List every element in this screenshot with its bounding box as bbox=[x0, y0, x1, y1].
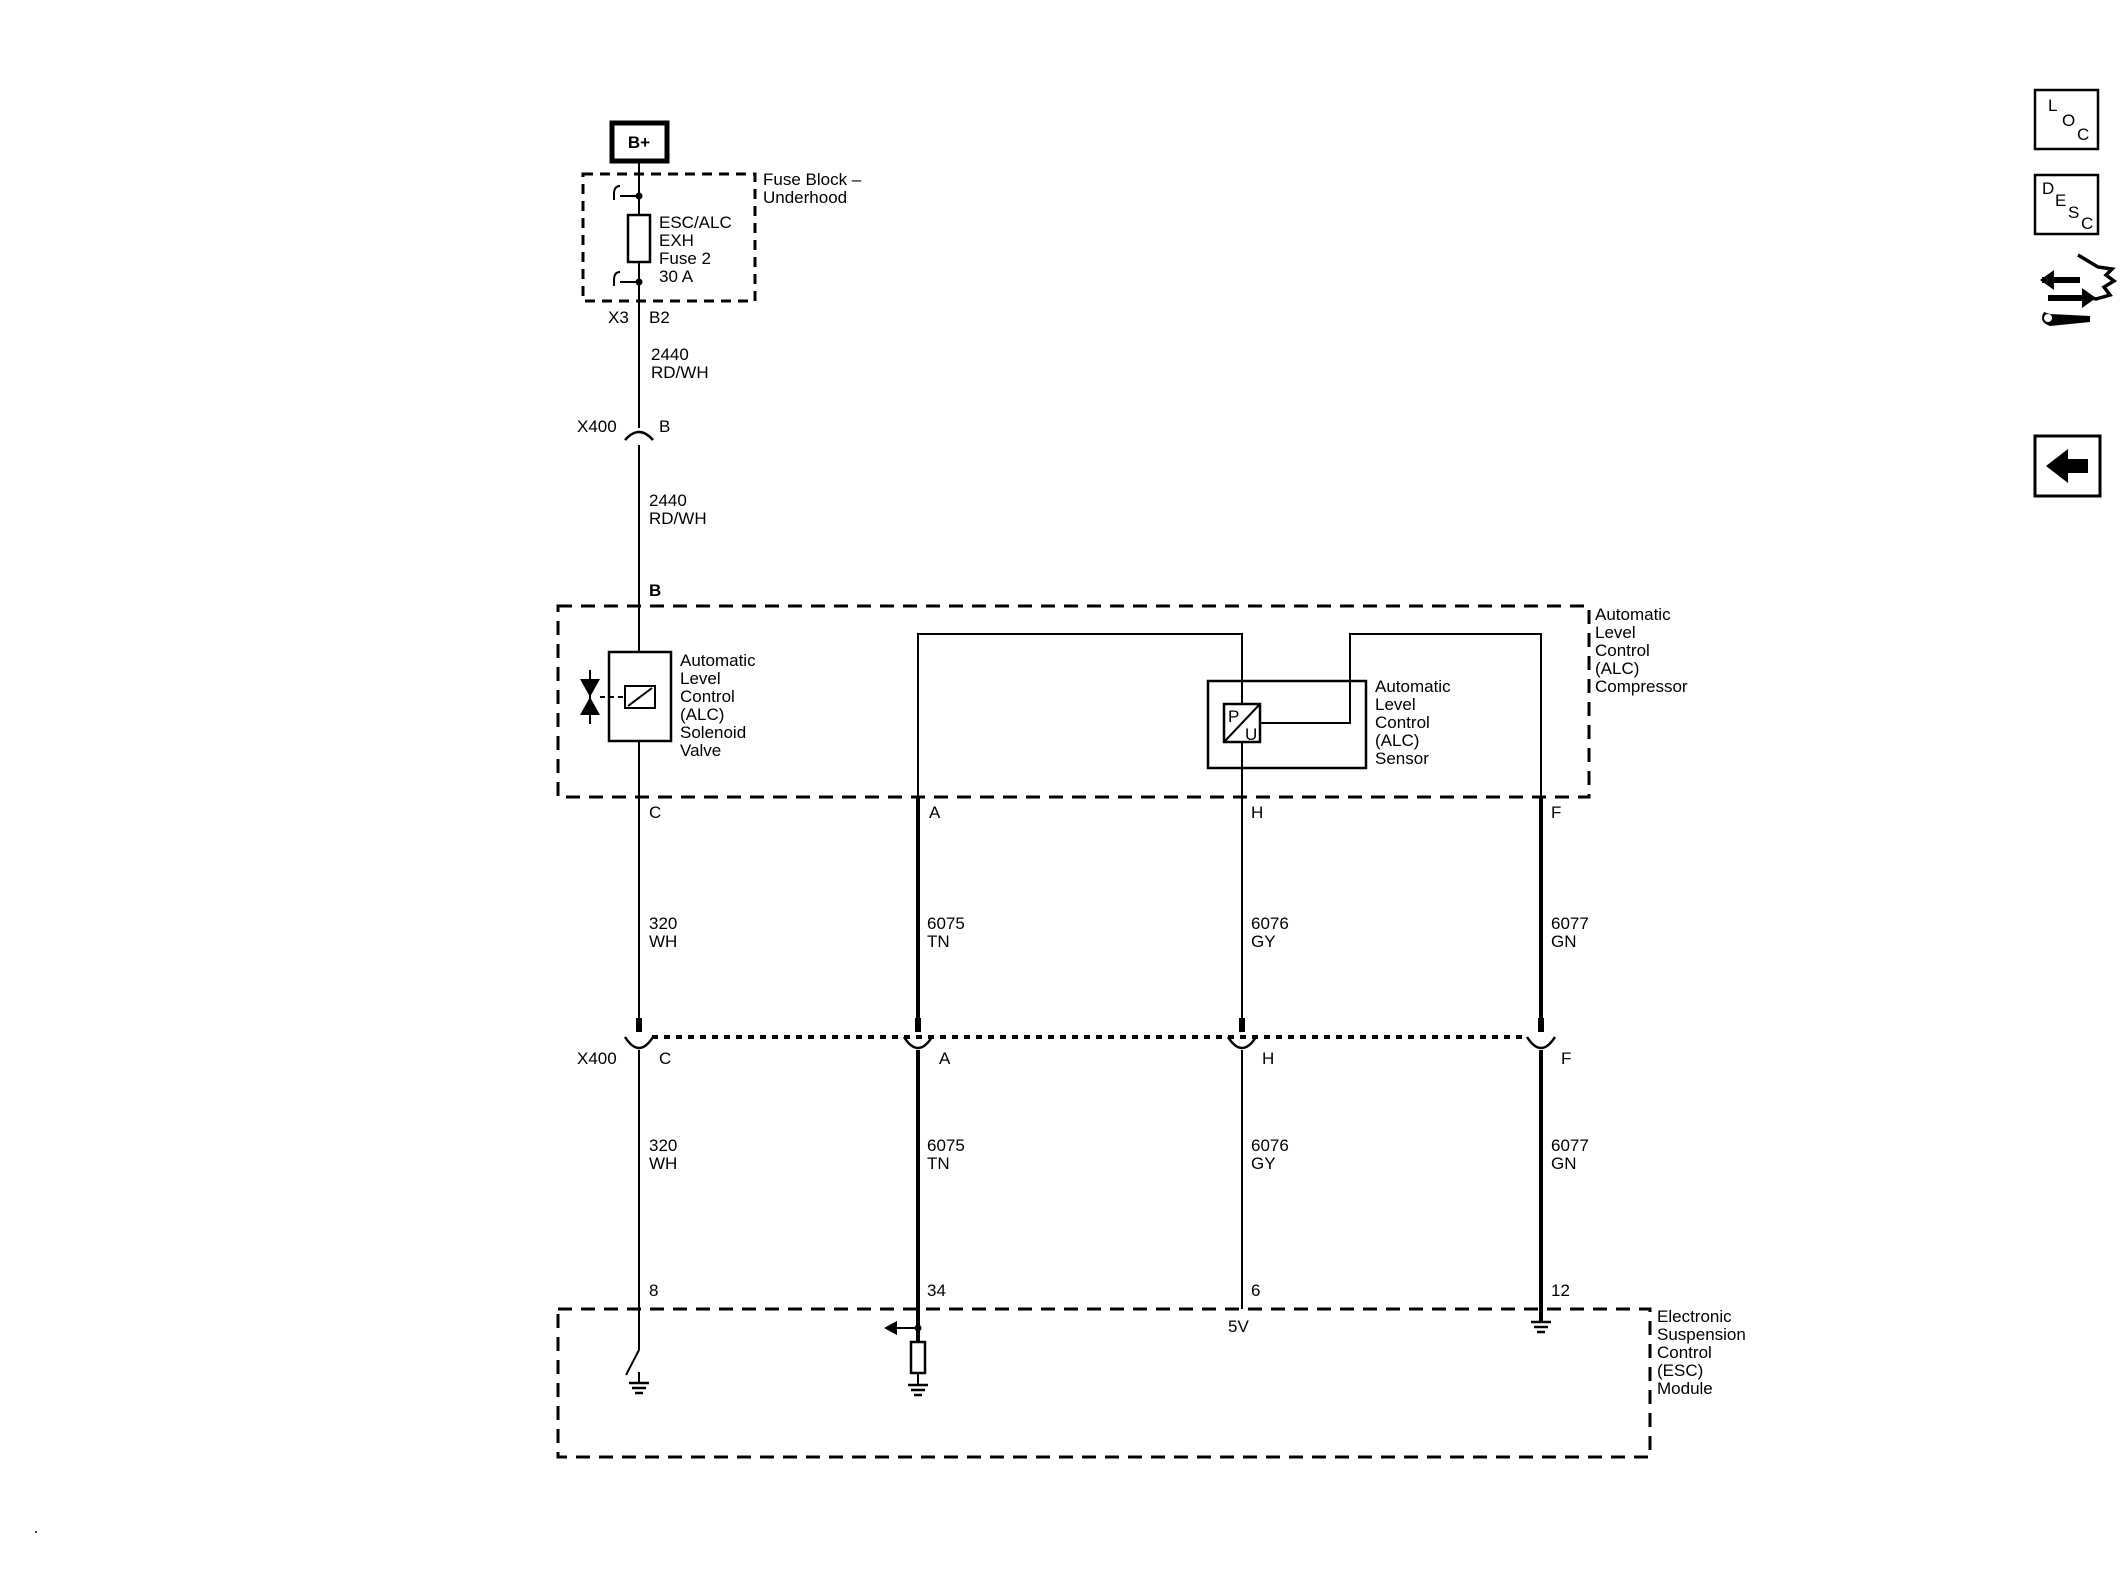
compressor-pin-b: B bbox=[649, 581, 661, 600]
esc-pin-6: 6 bbox=[1251, 1281, 1260, 1300]
fuse-block-title-2: Underhood bbox=[763, 188, 847, 207]
pull-down-resistor bbox=[909, 1340, 927, 1375]
fuse-symbol bbox=[626, 213, 652, 264]
solenoid-label-4: (ALC) bbox=[680, 705, 724, 724]
fuse-terminal-bottom bbox=[613, 271, 621, 286]
wire-6075-circuit-upper: 6075 bbox=[927, 914, 965, 933]
fuse-terminal-top bbox=[613, 185, 621, 200]
ground-symbol-1 bbox=[629, 1372, 649, 1395]
x400-upper-pin: B bbox=[659, 417, 670, 436]
sensor-box bbox=[1206, 679, 1368, 770]
fuse-name-3: Fuse 2 bbox=[659, 249, 711, 268]
fuse-rating: 30 A bbox=[659, 267, 694, 286]
esc-module-label-5: Module bbox=[1657, 1379, 1713, 1398]
sensor-symbol-p: P bbox=[1228, 707, 1239, 726]
wire-2440-circuit-top: 2440 bbox=[651, 345, 689, 364]
x400-upper-label: X400 bbox=[577, 417, 617, 436]
esc-module-label-2: Suspension bbox=[1657, 1325, 1746, 1344]
wire-320-color-upper: WH bbox=[649, 932, 677, 951]
x400-upper-connector bbox=[624, 430, 654, 441]
x400-lower-pin-a: A bbox=[939, 1049, 951, 1068]
fuse-block-outline bbox=[581, 172, 757, 303]
wire-6076-circuit-upper: 6076 bbox=[1251, 914, 1289, 933]
sensor-label-4: (ALC) bbox=[1375, 731, 1419, 750]
wire-6076-circuit-lower: 6076 bbox=[1251, 1136, 1289, 1155]
wire-320-color-lower: WH bbox=[649, 1154, 677, 1173]
solenoid-label-5: Solenoid bbox=[680, 723, 746, 742]
fuse-name-2: EXH bbox=[659, 231, 694, 250]
compressor-label-5: Compressor bbox=[1595, 677, 1688, 696]
connector-tool-icon bbox=[2040, 253, 2118, 326]
wire-6075-color-lower: TN bbox=[927, 1154, 950, 1173]
fuse-name-1: ESC/ALC bbox=[659, 213, 732, 232]
loc-icon-l: L bbox=[2048, 96, 2057, 115]
wire-6075-color-upper: TN bbox=[927, 932, 950, 951]
loc-icon: L O C bbox=[2048, 96, 2089, 144]
ground-symbol-2 bbox=[908, 1383, 928, 1397]
wire-internal-sensor bbox=[1260, 633, 1542, 797]
loc-icon-c: C bbox=[2077, 125, 2089, 144]
wire-6077-circuit-upper: 6077 bbox=[1551, 914, 1589, 933]
wire-2440-circuit-bottom: 2440 bbox=[649, 491, 687, 510]
wire-6076-color-lower: GY bbox=[1251, 1154, 1276, 1173]
compressor-pin-h: H bbox=[1251, 803, 1263, 822]
ground-symbol-3 bbox=[1531, 1320, 1551, 1334]
compressor-pin-f: F bbox=[1551, 803, 1561, 822]
esc-module-outline bbox=[556, 1307, 1652, 1459]
sensor-label-2: Level bbox=[1375, 695, 1416, 714]
sensor-label-1: Automatic bbox=[1375, 677, 1451, 696]
wire-2440-color-bottom: RD/WH bbox=[649, 509, 707, 528]
wire-6076-color-upper: GY bbox=[1251, 932, 1276, 951]
back-button[interactable] bbox=[2033, 434, 2102, 498]
back-arrow-icon bbox=[2046, 449, 2088, 483]
x400-lower-label: X400 bbox=[577, 1049, 617, 1068]
fuse-block-title-1: Fuse Block – bbox=[763, 170, 862, 189]
x400-lower-pin-f: F bbox=[1561, 1049, 1571, 1068]
compressor-pin-a: A bbox=[929, 803, 941, 822]
wire-2440-color-top: RD/WH bbox=[651, 363, 709, 382]
solenoid-label-1: Automatic bbox=[680, 651, 756, 670]
wire-6075-circuit-lower: 6075 bbox=[927, 1136, 965, 1155]
wire-6077-color-upper: GN bbox=[1551, 932, 1577, 951]
sensor-label-5: Sensor bbox=[1375, 749, 1429, 768]
wire-internal-a bbox=[917, 633, 1243, 797]
desc-icon-c: C bbox=[2081, 214, 2093, 233]
x400-lower-pin-c: C bbox=[659, 1049, 671, 1068]
esc-pin-12: 12 bbox=[1551, 1281, 1570, 1300]
desc-icon-d: D bbox=[2042, 179, 2054, 198]
sensor-symbol-u: U bbox=[1245, 725, 1257, 744]
loc-icon-o: O bbox=[2062, 111, 2075, 130]
compressor-outline bbox=[556, 604, 1591, 799]
desc-icon-s: S bbox=[2068, 203, 2079, 222]
esc-module-label-4: (ESC) bbox=[1657, 1361, 1703, 1380]
compressor-pin-c: C bbox=[649, 803, 661, 822]
wire-6077-circuit-lower: 6077 bbox=[1551, 1136, 1589, 1155]
solenoid-label-2: Level bbox=[680, 669, 721, 688]
solenoid-label-3: Control bbox=[680, 687, 735, 706]
power-label: B+ bbox=[628, 133, 650, 152]
esc-pin-8: 8 bbox=[649, 1281, 658, 1300]
compressor-label-2: Level bbox=[1595, 623, 1636, 642]
fuse-pin-label: B2 bbox=[649, 308, 670, 327]
reference-5v-label: 5V bbox=[1228, 1317, 1249, 1336]
desc-icon: D E S C bbox=[2042, 179, 2093, 233]
esc-module-label-3: Control bbox=[1657, 1343, 1712, 1362]
compressor-label-1: Automatic bbox=[1595, 605, 1671, 624]
wire-320-circuit-lower: 320 bbox=[649, 1136, 677, 1155]
esc-pin-34: 34 bbox=[927, 1281, 946, 1300]
wire-6077-color-lower: GN bbox=[1551, 1154, 1577, 1173]
sensor-label-3: Control bbox=[1375, 713, 1430, 732]
compressor-label-4: (ALC) bbox=[1595, 659, 1639, 678]
loc-button[interactable]: L O C bbox=[2033, 88, 2100, 151]
solenoid-label-6: Valve bbox=[680, 741, 721, 760]
x400-lower-pin-h: H bbox=[1262, 1049, 1274, 1068]
esc-module-label-1: Electronic bbox=[1657, 1307, 1732, 1326]
desc-icon-e: E bbox=[2055, 191, 2066, 210]
desc-button[interactable]: D E S C bbox=[2033, 173, 2100, 236]
compressor-label-3: Control bbox=[1595, 641, 1650, 660]
connector-tool-button[interactable] bbox=[2040, 253, 2118, 326]
fuse-connector-label: X3 bbox=[608, 308, 629, 327]
wire-320-circuit-upper: 320 bbox=[649, 914, 677, 933]
